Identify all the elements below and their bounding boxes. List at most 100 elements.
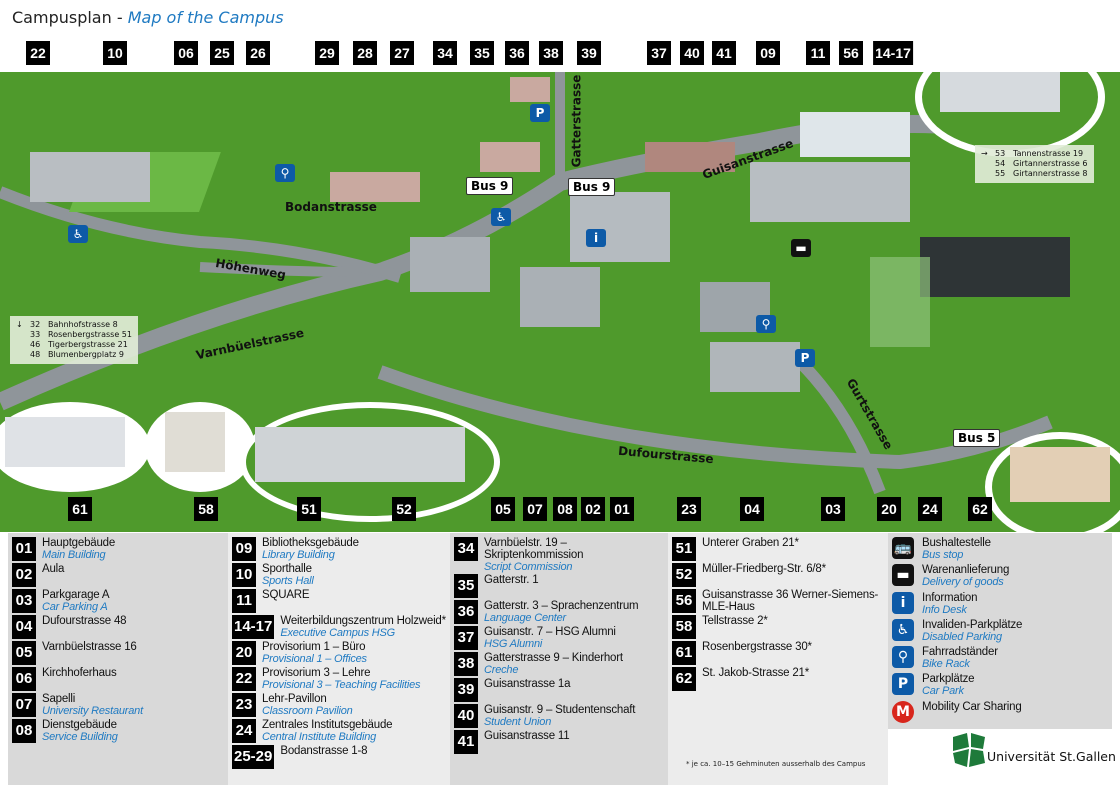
building-number-label[interactable]: 28 [353,41,377,65]
legend-label: Sporthalle [262,563,312,575]
legend-key: 58 [672,615,696,639]
address-text: Tannenstrasse 19 [1013,149,1084,158]
building-number-label[interactable]: 35 [470,41,494,65]
road-hoehenweg [0,186,402,283]
building-number-label[interactable]: 56 [839,41,863,65]
building-number-label[interactable]: 38 [539,41,563,65]
legend-text: Tellstrasse 2* [702,615,885,627]
building-number-label[interactable]: 41 [712,41,736,65]
university-logo: Universität St.Gallen [953,733,1116,773]
legend-key: 41 [454,730,478,754]
building-number-label[interactable]: 34 [433,41,457,65]
building-number-label[interactable]: 07 [523,497,547,521]
legend-label: Kirchhoferhaus [42,667,117,679]
legend-key: 25-29 [232,745,275,769]
bicycle-icon[interactable]: ⚲ [756,315,776,333]
legend-english: University Restaurant [42,705,143,717]
legend-label: Bushaltestelle [922,537,991,549]
wheelchair-icon[interactable]: ♿ [491,208,511,226]
parking-icon[interactable]: P [530,104,550,122]
building-number-label[interactable]: 02 [581,497,605,521]
building-number-label[interactable]: 08 [553,497,577,521]
buildings-25-29 [330,172,420,202]
info-icon[interactable]: i [586,229,606,247]
legend-text: Unterer Graben 21* [702,537,885,549]
building-24 [920,237,1070,297]
legend-label: Fahrradständer [922,646,998,659]
legend-english: Executive Campus HSG [280,627,395,639]
legend-key: 07 [12,693,36,717]
bus-stop-bus-5[interactable]: Bus 5 [953,429,1001,447]
legend-key: 09 [232,537,256,561]
building-number-label[interactable]: 25 [210,41,234,65]
legend-key: 39 [454,678,478,702]
building-number-label[interactable]: 09 [756,41,780,65]
wheelchair-icon[interactable]: ♿ [68,225,88,243]
building-number-label[interactable]: 62 [968,497,992,521]
legend-label: Warenanlieferung [922,564,1010,577]
legend-english: Main Building [42,549,106,561]
building-61 [5,417,125,467]
address-text: Blumenbergplatz 9 [48,350,124,359]
building-number-label[interactable]: 03 [821,497,845,521]
legend-english: Delivery of goods [922,576,1004,589]
building-number-label[interactable]: 61 [68,497,92,521]
building-number-label[interactable]: 11 [806,41,830,65]
building-number-label[interactable]: 36 [505,41,529,65]
bus-stop-bus-9-west[interactable]: Bus 9 [466,177,514,195]
building-number-label[interactable]: 51 [297,497,321,521]
building-number-label[interactable]: 23 [677,497,701,521]
building-number-label[interactable]: 37 [647,41,671,65]
building-number-label[interactable]: 58 [194,497,218,521]
parking-icon[interactable]: P [795,349,815,367]
building-number-label[interactable]: 10 [103,41,127,65]
legend-label: Varnbüelstr. 19 – Skriptenkommission [484,537,584,561]
building-number-label[interactable]: 39 [577,41,601,65]
legend-english: Info Desk [922,603,967,616]
building-number-label[interactable]: 29 [315,41,339,65]
building-number-label[interactable]: 01 [610,497,634,521]
address-number: 46 [30,340,41,349]
bus-stop-bus-9-east[interactable]: Bus 9 [568,178,616,196]
bicycle-icon[interactable]: ⚲ [275,164,295,182]
road-gurt [795,357,886,495]
building-number-label[interactable]: 22 [26,41,50,65]
building-number-label[interactable]: 20 [877,497,901,521]
building-number-label[interactable]: 05 [491,497,515,521]
building-number-label[interactable]: 24 [918,497,942,521]
building-number-label[interactable]: 40 [680,41,704,65]
legend-text: Rosenbergstrasse 30* [702,641,885,653]
building-20 [870,257,930,347]
building-number-label[interactable]: 06 [174,41,198,65]
delivery-truck-icon[interactable]: ▬ [791,239,811,257]
building-number-label[interactable]: 26 [246,41,270,65]
building-11 [800,112,910,157]
building-number-label[interactable]: 52 [392,497,416,521]
mobility-icon: M [892,700,914,723]
campus-map[interactable]: Bodanstrasse Höhenweg Varnbüelstrasse Ga… [0,37,1120,542]
building-number-label[interactable]: 04 [740,497,764,521]
building-number-label[interactable]: 14-17 [873,41,913,65]
wheelchair-icon: ♿ [892,618,914,641]
building-number-label[interactable]: 27 [390,41,414,65]
legend-label: Gatterstr. 1 [484,574,539,586]
legend-key: 38 [454,652,478,676]
